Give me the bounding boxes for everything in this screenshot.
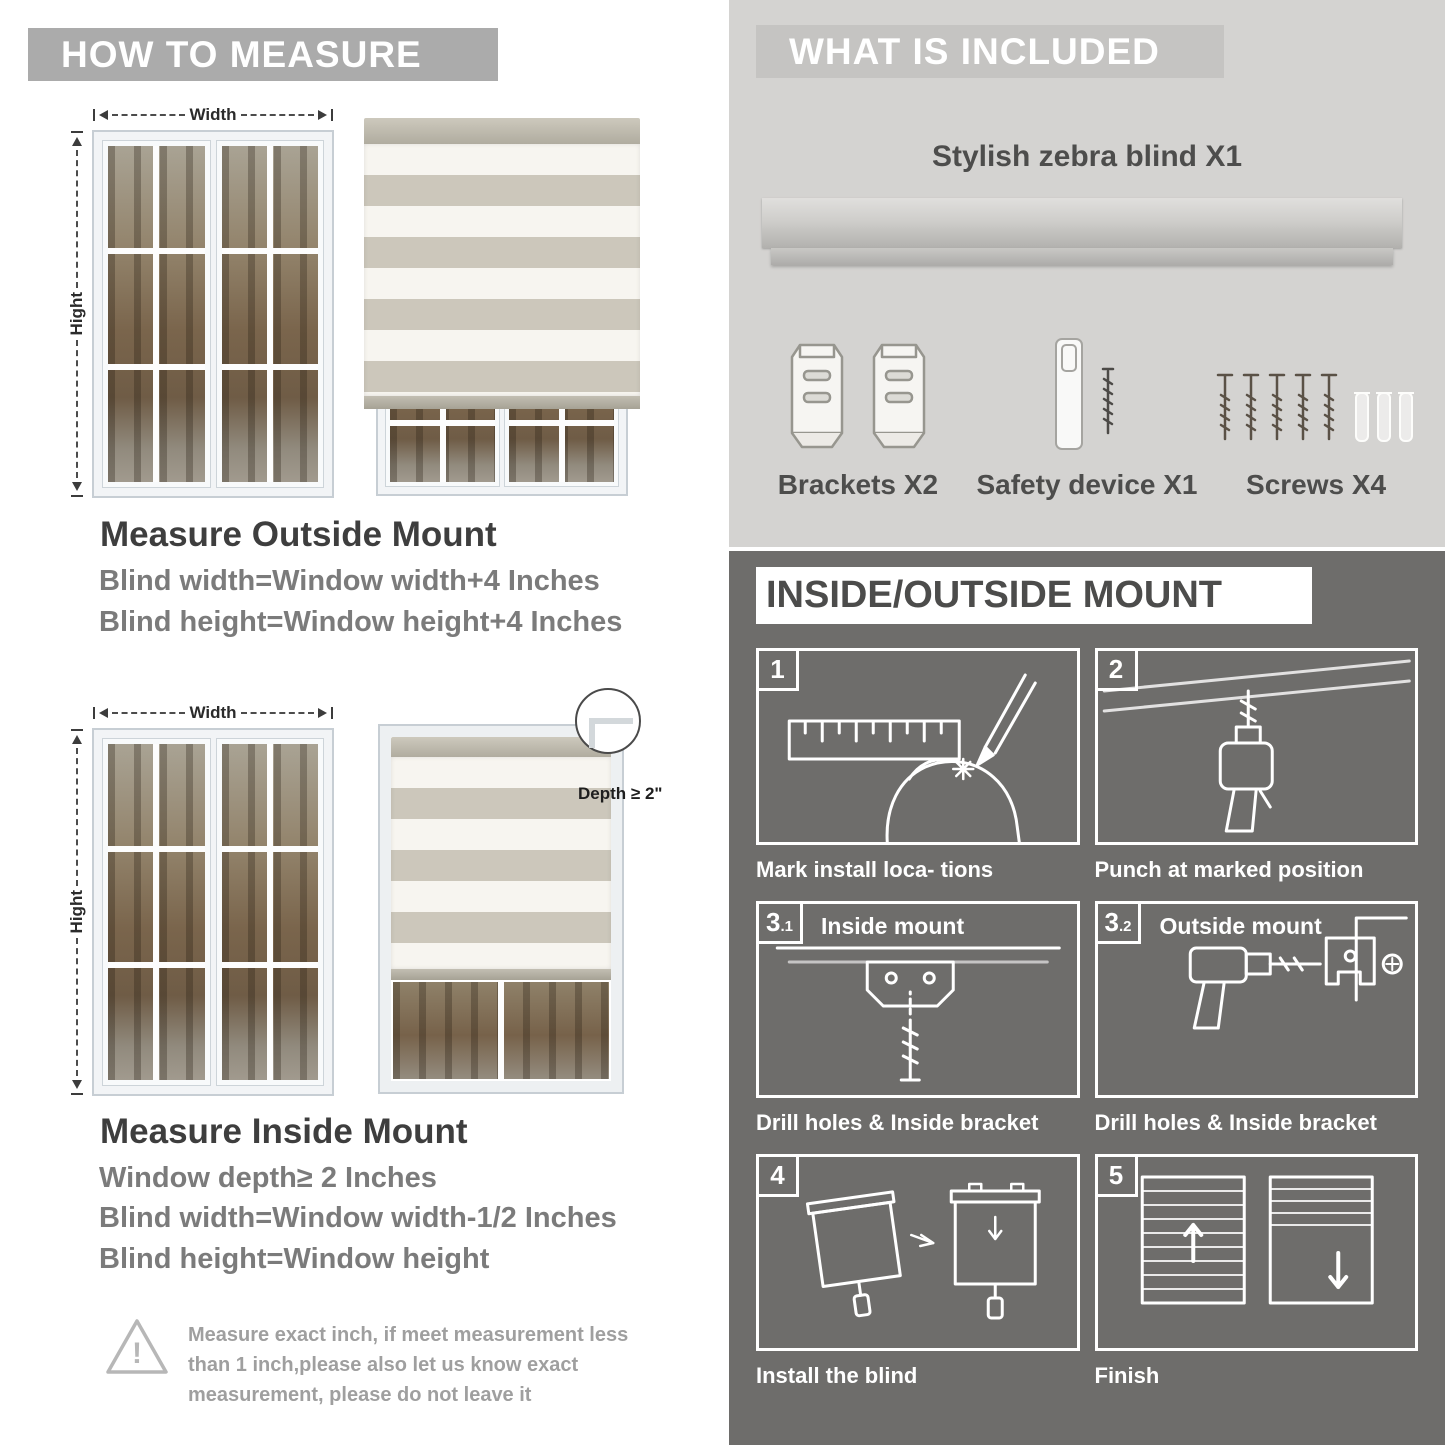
window-sash (215, 140, 324, 488)
step-number-badge: 5 (1097, 1157, 1138, 1197)
svg-text:!: ! (132, 1337, 142, 1370)
step-2-panel: 2 (1094, 648, 1418, 845)
window-sash (215, 738, 324, 1086)
mark-location-illustration (759, 651, 1077, 842)
step-cell-3-1: 3.1 Inside mount Drill holes & Inside (756, 901, 1080, 1136)
window-glass (393, 982, 609, 1079)
mount-steps-grid: 1 Mark install loca- tions (756, 648, 1418, 1389)
window-frame (92, 728, 334, 1096)
step-cell-5: 5 Finish (1094, 1154, 1418, 1389)
zebra-blind (364, 118, 640, 409)
step-2-caption: Punch at marked position (1094, 857, 1364, 882)
outside-bracket-illustration (1098, 904, 1416, 1095)
window-frame (378, 724, 624, 1094)
install-blind-illustration (759, 1157, 1077, 1348)
width-arrow: Width (92, 100, 334, 130)
depth-magnifier-icon (575, 688, 641, 754)
depth-label: Depth ≥ 2" (578, 784, 663, 803)
blind-bottom-rail (391, 969, 611, 980)
mount-header: INSIDE/OUTSIDE MOUNT (756, 567, 1312, 624)
width-label: Width (189, 105, 237, 124)
step-4-caption: Install the blind (756, 1363, 918, 1388)
inside-mount-line: Blind width=Window width-1/2 Inches (99, 1202, 617, 1234)
safety-device-icon (1054, 338, 1115, 450)
step-3-2-caption: Drill holes & Inside bracket (1094, 1110, 1377, 1135)
step-5-caption: Finish (1094, 1363, 1160, 1388)
warning-text: Measure exact inch, if meet measurement … (188, 1324, 629, 1406)
included-item-screws: Screws X4 (1187, 330, 1445, 501)
height-label: Hight (67, 292, 86, 336)
headrail-lip (771, 248, 1393, 265)
step-4-panel: 4 (756, 1154, 1080, 1351)
included-items: Brackets X2 (729, 330, 1445, 501)
screws-icon (1216, 373, 1415, 442)
how-to-measure-section: HOW TO MEASURE Width Hight (28, 28, 663, 1410)
what-is-included-header: WHAT IS INCLUDED (756, 25, 1224, 78)
inside-bracket-illustration (759, 904, 1077, 1095)
window-sash (102, 738, 211, 1086)
included-item-brackets: Brackets X2 (729, 330, 987, 501)
blind-cassette (364, 118, 640, 144)
finish-illustration (1098, 1157, 1416, 1348)
what-is-included-section: WHAT IS INCLUDED Stylish zebra blind X1 (729, 0, 1445, 547)
outside-mount-line: Blind height=Window height+4 Inches (99, 606, 623, 638)
step-number-badge: 4 (759, 1157, 799, 1197)
step-1-panel: 1 (756, 648, 1080, 845)
how-to-measure-header: HOW TO MEASURE (28, 28, 498, 81)
step-cell-2: 2 Punch at marked position (1094, 648, 1418, 883)
drill-illustration (1098, 651, 1416, 842)
headrail-bar (762, 198, 1402, 248)
step-3-1-panel: 3.1 Inside mount (756, 901, 1080, 1098)
right-column: WHAT IS INCLUDED Stylish zebra blind X1 (729, 0, 1445, 1445)
zebra-blind-label: Stylish zebra blind X1 (931, 140, 1243, 173)
window-outside-illustration: Width Hight (62, 100, 334, 498)
step-number-badge: 1 (759, 651, 799, 691)
blind-inside-mount-illustration: Depth ≥ 2" (378, 688, 662, 1094)
included-item-safety-device: Safety device X1 (976, 330, 1198, 501)
width-arrow: Width (92, 698, 334, 728)
blind-bottom-rail (364, 396, 640, 409)
screws-label: Screws X4 (1246, 469, 1387, 500)
height-label: Hight (67, 890, 86, 934)
inside-mount-title: Measure Inside Mount (100, 1112, 468, 1151)
window-frame (92, 130, 334, 498)
height-arrow: Hight (62, 130, 92, 498)
step-cell-4: 4 (756, 1154, 1080, 1389)
outside-mount-panel-title: Outside mount (1159, 913, 1322, 939)
inside-mount-panel-title: Inside mount (821, 913, 965, 939)
zebra-blind (391, 737, 611, 980)
outside-mount-title: Measure Outside Mount (100, 515, 497, 554)
step-3-1-caption: Drill holes & Inside bracket (756, 1110, 1039, 1135)
brackets-icon (790, 343, 926, 449)
step-cell-1: 1 Mark install loca- tions (756, 648, 1080, 883)
warning-icon: ! (106, 1319, 168, 1374)
step-1-caption: Mark install loca- tions (756, 857, 994, 882)
inside-outside-mount-section: INSIDE/OUTSIDE MOUNT 1 (729, 551, 1445, 1445)
step-number-badge: 3.1 (759, 904, 803, 944)
blind-stripes (364, 144, 640, 396)
blind-cassette (391, 737, 611, 757)
brackets-label: Brackets X2 (777, 469, 939, 500)
step-3-2-panel: 3.2 Outside mount (1094, 901, 1418, 1098)
blind-outside-mount-illustration (364, 118, 640, 496)
safety-device-label: Safety device X1 (976, 469, 1198, 500)
step-5-panel: 5 (1094, 1154, 1418, 1351)
inside-mount-line: Blind height=Window height (99, 1243, 490, 1275)
step-cell-3-2: 3.2 Outside mount (1094, 901, 1418, 1136)
window-sash (102, 140, 211, 488)
step-number-badge: 3.2 (1097, 904, 1142, 944)
headrail-illustration (762, 198, 1402, 265)
measurement-warning: ! Measure exact inch, if meet measuremen… (104, 1316, 658, 1410)
width-label: Width (189, 703, 237, 722)
blind-stripes (391, 757, 611, 969)
outside-mount-line: Blind width=Window width+4 Inches (99, 565, 600, 597)
inside-mount-line: Window depth≥ 2 Inches (99, 1162, 437, 1194)
window-inside-illustration: Width Hight (62, 698, 334, 1096)
height-arrow: Hight (62, 728, 92, 1096)
